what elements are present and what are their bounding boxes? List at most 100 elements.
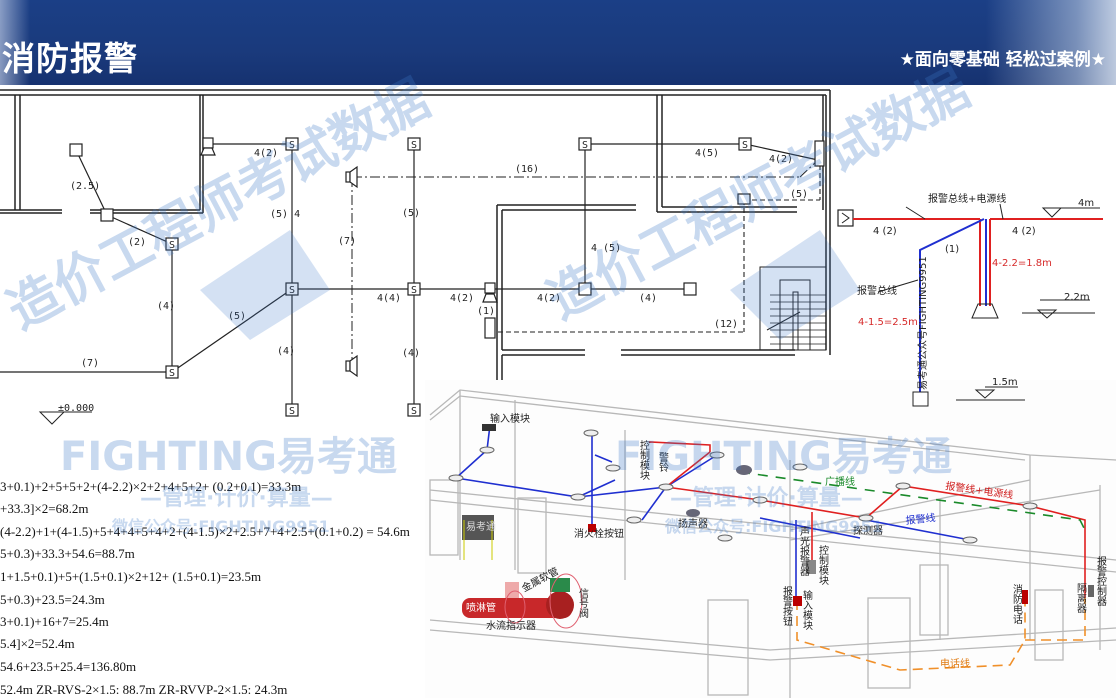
drawing-stroke: [738, 137, 752, 151]
phone-jack-icon: [484, 317, 496, 339]
label: FIGHTING易考通: [60, 434, 397, 480]
label: S: [411, 406, 417, 417]
drawing-stroke: [962, 536, 978, 544]
controller-icon: [814, 140, 825, 167]
label: (2): [128, 237, 146, 248]
plan-device-letters: S S S S S S S S S S: [169, 140, 748, 417]
label: 4m: [1078, 198, 1094, 209]
label: 探测器: [853, 524, 883, 537]
drawing-stroke: [709, 451, 725, 459]
label: 4(2): [450, 293, 474, 304]
label: 隔离器: [1075, 583, 1087, 614]
label: 5.4]×2=52.4m: [0, 636, 75, 651]
drawing-stroke: [919, 564, 949, 636]
label: S: [289, 406, 295, 417]
drawing-stroke: [69, 143, 83, 157]
drawing-stroke: [853, 218, 1103, 306]
label: ±0.000: [58, 403, 94, 414]
broadcast-line-green: [739, 471, 1086, 531]
plan-wiring: [0, 143, 819, 410]
label: 声光报警器: [798, 525, 810, 577]
label: 4(5): [695, 148, 719, 159]
drawing-stroke: [717, 534, 733, 542]
drawing-stroke: [877, 203, 1100, 407]
drawing-stroke: [504, 590, 526, 624]
label: (2.5): [70, 181, 100, 192]
drawing-stroke: [1041, 207, 1063, 218]
drawing-stroke: [429, 619, 1116, 651]
plan-labels: (2.5) (2) (4) (5) (7) 4(2) (5) 4 (4) (7)…: [58, 148, 808, 414]
drawing-stroke: [707, 599, 749, 696]
drawing-stroke: [877, 279, 919, 293]
label: 输入模块: [490, 412, 530, 425]
label: 微信公众号:FIGHTING9951: [111, 517, 330, 536]
smoke-detector-icon: [407, 282, 421, 296]
isometric-illustration: 易考通: [425, 380, 1116, 698]
label: 扬声器: [678, 517, 708, 530]
drawing-stroke: [759, 485, 1086, 598]
drawing-stroke: [100, 208, 114, 222]
manual-button-icon: [912, 391, 929, 407]
label: 报警控制器: [1095, 555, 1107, 607]
label: 3+0.1)+16+7=25.4m: [0, 614, 109, 629]
label: 4 (2): [873, 226, 897, 237]
drawing-stroke: [429, 479, 459, 556]
drawing-stroke: [484, 317, 496, 339]
drawing-stroke: [605, 464, 621, 472]
label: (16): [515, 164, 539, 175]
drawing-stroke: [407, 137, 421, 151]
fire-phone-icon: [1022, 590, 1028, 604]
manual-alarm-button-icon: [69, 143, 83, 157]
drawing-stroke: [484, 282, 496, 294]
drawing-stroke: 控制模块 警铃 信号阀 声光报警器 控制模块 报警按钮 输入模块 消防电话 隔离…: [577, 439, 1107, 631]
label: 输入模块: [801, 589, 813, 631]
plan-phone-wiring: [490, 165, 821, 333]
drawing-stroke: [665, 451, 711, 488]
label: (4): [157, 301, 175, 312]
label: 易考通: [466, 521, 496, 533]
label: 警铃: [657, 451, 669, 473]
drawing-stroke: [407, 403, 421, 417]
smoke-detector-icon: [738, 137, 752, 151]
hydrant-button-icon: [588, 524, 596, 532]
label: 易考通公众号FIGHTING9951: [917, 256, 929, 390]
detectors: [448, 429, 1038, 544]
label: 喷淋管: [466, 601, 496, 614]
drawing-stroke: [841, 212, 850, 224]
drawing-stroke: [429, 389, 1116, 461]
label: 消防电话: [1011, 583, 1023, 625]
label: 控制模块: [817, 544, 829, 586]
drawing-stroke: [974, 389, 996, 399]
drawing-stroke: [285, 403, 299, 417]
label: S: [289, 140, 295, 151]
label: 4 (2): [1012, 226, 1036, 237]
label: (7): [338, 236, 356, 247]
header-cloud-left: [0, 0, 30, 85]
label: 52.4m ZR-RVS-2×1.5: 88.7m ZR-RVVP-2×1.5:…: [0, 682, 287, 697]
smoke-detector-icon: [285, 137, 299, 151]
label: 控制模块: [638, 439, 650, 481]
alarm-button-icon: [793, 596, 802, 606]
drawing-stroke: [1034, 589, 1064, 661]
label: S: [411, 285, 417, 296]
label: 报警总线: [857, 284, 897, 297]
slide-title: 消防报警: [2, 39, 138, 78]
drawing-stroke: [865, 519, 971, 541]
label: 1+1.5+0.1)+5+(1.5+0.1)×2+12+ (1.5+0.1)=2…: [0, 569, 261, 584]
drawing-stroke: [349, 354, 358, 378]
elevation-1-5m: 1.5m: [992, 377, 1018, 388]
slide-header: 消防报警 ★面向零基础 轻松过案例★: [0, 0, 1116, 85]
label: (1): [477, 306, 495, 317]
smoke-detector-icon: [165, 237, 179, 251]
label: 54.6+23.5+25.4=136.80m: [0, 659, 136, 674]
input-module-icon: [482, 424, 496, 431]
drawing-stroke: [867, 597, 911, 689]
drawing-stroke: [429, 629, 1116, 661]
smoke-detector-icon: [407, 403, 421, 417]
speaker-icon: [686, 509, 700, 517]
drawing-stroke: [285, 137, 299, 151]
drawing-stroke: [505, 582, 519, 598]
label: FIGHTING易考通: [615, 434, 952, 480]
detector-box-icon: [837, 209, 854, 227]
drawing-stroke: [425, 380, 1116, 698]
